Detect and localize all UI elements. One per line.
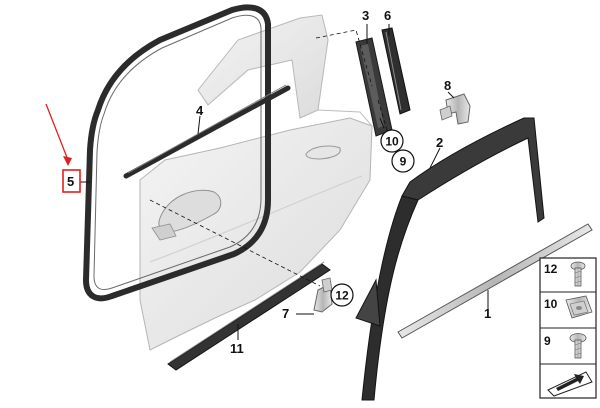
leader-lines xyxy=(80,24,489,340)
callout-3: 3 xyxy=(362,8,369,23)
callout-1: 1 xyxy=(484,306,491,321)
installation-arrow-icon xyxy=(547,371,593,397)
screw-icon xyxy=(570,261,586,287)
callout-11: 11 xyxy=(230,341,244,356)
callout-7: 7 xyxy=(282,306,289,321)
dashed-line-b-pillar xyxy=(315,29,373,87)
mirror-base xyxy=(151,223,177,241)
svg-text:9: 9 xyxy=(400,155,407,169)
highlight-box xyxy=(62,169,81,193)
door-frame-seal xyxy=(83,4,271,302)
legend-label-10: 10 xyxy=(544,297,558,311)
legend-row-12: 12 xyxy=(544,261,586,287)
dashed-line-mirror xyxy=(149,199,321,287)
lower-door-seal xyxy=(167,263,331,371)
window-frame-seal-lower xyxy=(361,195,419,401)
svg-text:12: 12 xyxy=(335,289,349,303)
callout-4: 4 xyxy=(196,103,204,118)
parts-legend: 12 10 9 xyxy=(539,257,597,399)
legend-row-9: 9 xyxy=(544,333,587,359)
inner-belt-weatherstrip-highlight xyxy=(127,84,287,174)
callout-6: 6 xyxy=(384,8,391,23)
seal-retainer-bracket xyxy=(313,277,333,313)
legend-label-9: 9 xyxy=(544,334,551,348)
inner-belt-weatherstrip xyxy=(123,85,291,179)
legend-row-10: 10 xyxy=(544,295,593,319)
outer-belt-trim xyxy=(397,223,593,339)
callout-10-circled: 10 xyxy=(380,129,404,153)
door-inner-edge xyxy=(317,109,373,127)
door-frame-seal-inner xyxy=(93,14,262,290)
mounting-bracket xyxy=(439,93,471,125)
screw-icon xyxy=(569,333,587,359)
callout-12-circled: 12 xyxy=(330,283,354,307)
highlight-arrow xyxy=(45,103,72,166)
callout-5: 5 xyxy=(67,174,74,189)
svg-text:10: 10 xyxy=(385,135,399,149)
legend-label-12: 12 xyxy=(544,262,558,276)
callout-8: 8 xyxy=(444,78,451,93)
lower-door-seal-edge xyxy=(169,261,325,363)
window-frame-seal xyxy=(401,117,545,223)
window-channel-strip-edge xyxy=(385,31,402,111)
door-handle xyxy=(305,145,341,160)
frame-seal-triangle xyxy=(355,278,381,327)
callout-9-circled: 9 xyxy=(391,149,415,173)
callout-2: 2 xyxy=(436,135,443,150)
clip-nut-icon xyxy=(565,295,593,319)
door-character-line xyxy=(149,175,363,263)
